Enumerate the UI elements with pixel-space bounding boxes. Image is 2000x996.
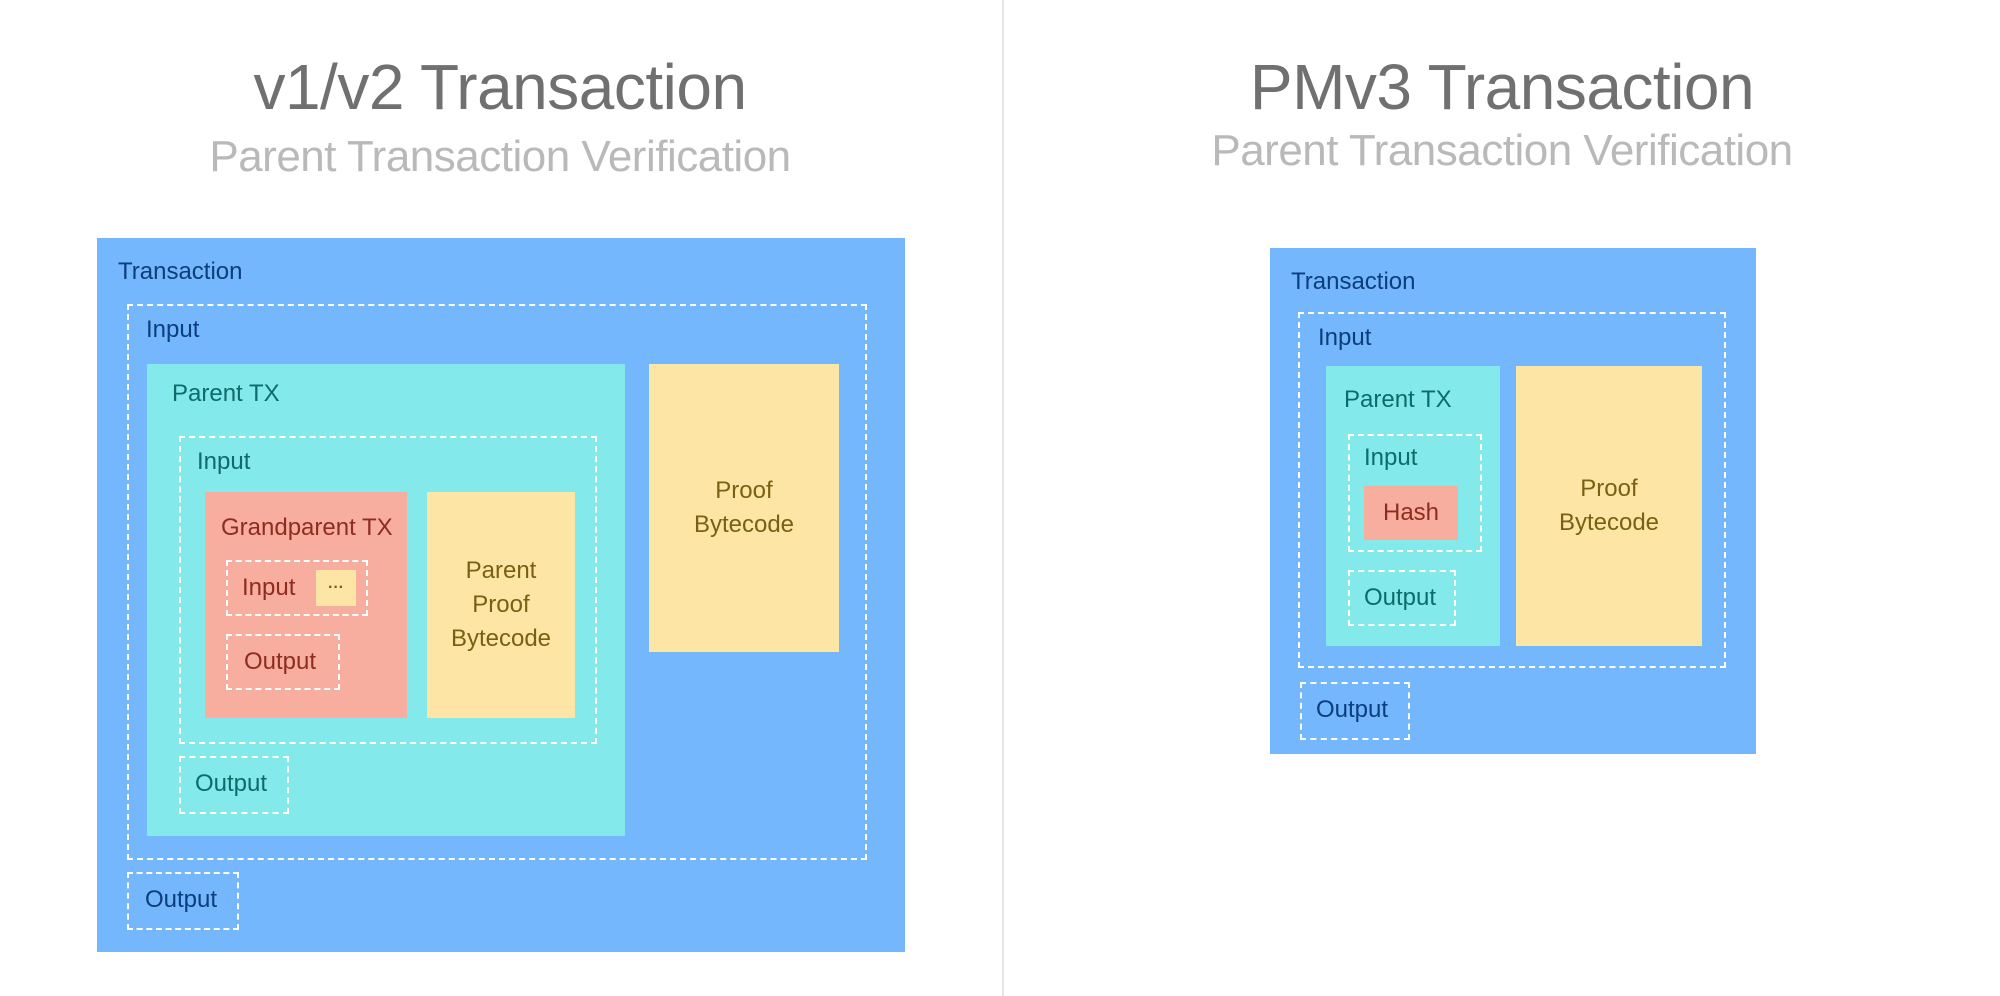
left-parent-output-region: Output: [179, 756, 289, 814]
left-grandparent-tx-label: Grandparent TX: [221, 514, 393, 541]
right-transaction-box: Transaction Input Parent TX Input Hash O…: [1270, 248, 1756, 754]
left-ellipsis-box: ···: [316, 570, 356, 606]
left-input-region: Input Parent TX Input Grandparent TX Inp…: [127, 304, 867, 860]
right-panel: PMv3 Transaction Parent Transaction Veri…: [1004, 0, 2000, 996]
left-grandparent-output-label: Output: [244, 648, 317, 675]
right-proof-bytecode-box: Proof Bytecode: [1516, 366, 1702, 646]
right-hash-box: Hash: [1364, 486, 1458, 540]
right-input-region: Input Parent TX Input Hash Output Proof …: [1298, 312, 1726, 668]
right-output-label: Output: [1316, 696, 1389, 723]
right-parent-input-label: Input: [1364, 444, 1418, 471]
right-parent-output-region: Output: [1348, 570, 1456, 626]
right-hash-label: Hash: [1382, 499, 1440, 526]
left-parent-tx-label: Parent TX: [172, 380, 280, 407]
left-parent-input-label: Input: [197, 448, 251, 475]
left-input-label: Input: [146, 316, 200, 343]
left-transaction-label: Transaction: [118, 258, 243, 285]
left-title: v1/v2 Transaction: [253, 51, 747, 123]
left-subtitle: Parent Transaction Verification: [209, 132, 791, 181]
right-parent-tx-label: Parent TX: [1344, 386, 1452, 413]
right-parent-input-region: Input Hash: [1348, 434, 1482, 552]
left-grandparent-output-region: Output: [226, 634, 340, 690]
panel-divider: [1002, 0, 1004, 996]
left-parent-output-label: Output: [195, 770, 268, 797]
left-parent-input-region: Input Grandparent TX Input ··· Output: [179, 436, 597, 744]
left-parent-tx-box: Parent TX Input Grandparent TX Input ···…: [147, 364, 625, 836]
left-parent-proof-bytecode-box: Parent Proof Bytecode: [427, 492, 575, 718]
left-proof-bytecode-box: Proof Bytecode: [649, 364, 839, 652]
right-input-label: Input: [1318, 324, 1372, 351]
right-transaction-label: Transaction: [1291, 268, 1416, 295]
left-proof-bytecode-label: Proof Bytecode: [693, 477, 795, 538]
left-grandparent-input-label: Input: [242, 574, 296, 601]
right-output-region: Output: [1300, 682, 1410, 740]
left-output-label: Output: [145, 886, 218, 913]
left-parent-proof-bytecode-label: Parent Proof Bytecode: [450, 557, 552, 652]
left-panel: v1/v2 Transaction Parent Transaction Ver…: [97, 51, 905, 952]
right-title: PMv3 Transaction: [1249, 51, 1755, 123]
left-transaction-box: Transaction Input Parent TX Input Grandp…: [97, 238, 905, 952]
right-parent-tx-box: Parent TX Input Hash Output: [1326, 366, 1500, 646]
right-proof-bytecode-label: Proof Bytecode: [1558, 475, 1660, 536]
left-grandparent-tx-box: Grandparent TX Input ··· Output: [205, 492, 407, 718]
left-grandparent-input-region: Input ···: [226, 560, 368, 616]
right-parent-output-label: Output: [1364, 584, 1437, 611]
left-output-region: Output: [127, 872, 239, 930]
right-subtitle: Parent Transaction Verification: [1211, 126, 1793, 175]
